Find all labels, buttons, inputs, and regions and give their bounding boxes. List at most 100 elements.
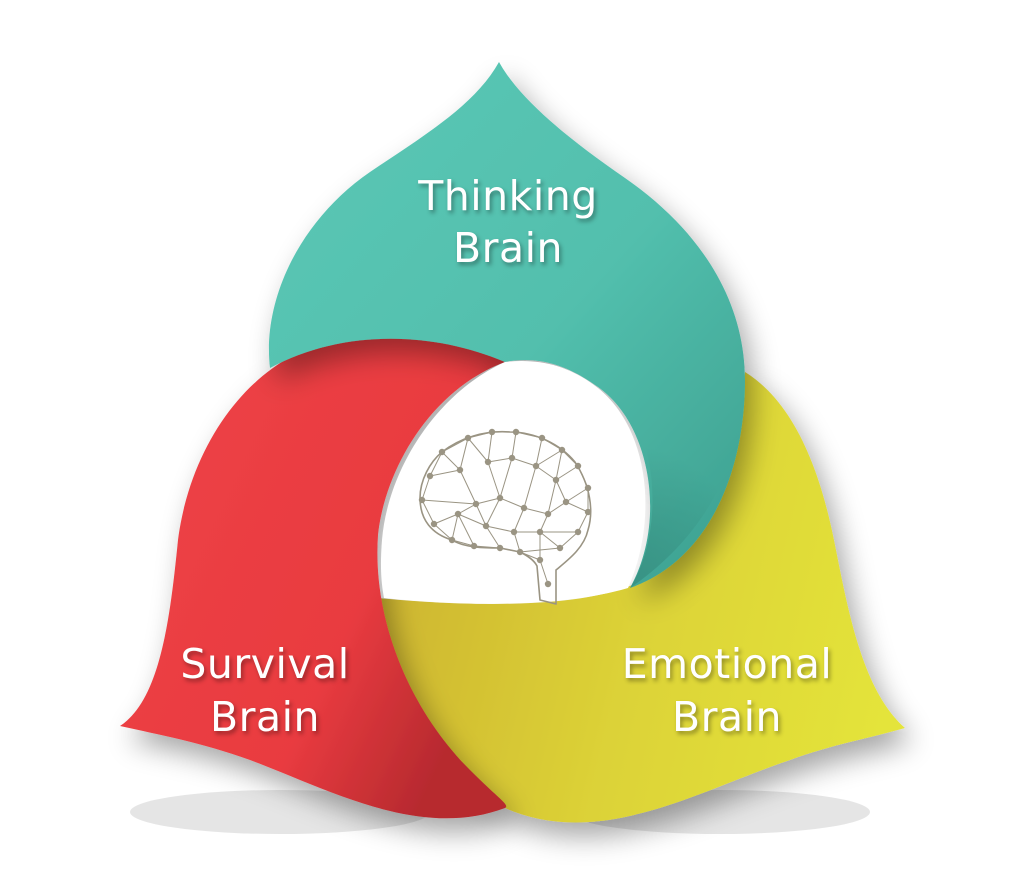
brain-edge — [535, 465, 557, 481]
survival-brain-petal — [120, 332, 507, 819]
brain-node — [496, 494, 504, 502]
brain-node — [508, 454, 516, 462]
brain-node — [464, 434, 472, 442]
center-core — [380, 361, 646, 604]
brain-node — [536, 556, 544, 564]
emotional-brain-label-line2: Brain — [672, 693, 782, 741]
brain-node — [456, 466, 464, 474]
brain-node — [536, 528, 544, 536]
brain-node — [556, 544, 564, 552]
brain-edge — [433, 513, 459, 525]
brain-edge — [459, 437, 469, 471]
brain-edge — [459, 469, 477, 505]
brain-node — [520, 504, 528, 512]
brain-edge — [457, 513, 475, 547]
brain-edge — [421, 475, 431, 501]
brain-edge — [561, 449, 579, 467]
thinking-petal-inner-shade — [505, 348, 740, 588]
brain-edge — [457, 503, 477, 515]
brain-node — [584, 484, 592, 492]
thinking-brain-petal — [268, 62, 745, 588]
brain-node — [488, 428, 496, 436]
brain-edge — [487, 461, 501, 499]
brain-node — [418, 496, 426, 504]
brain-edge — [565, 501, 589, 513]
brain-node — [484, 458, 492, 466]
brain-edge — [487, 457, 513, 463]
brain-edge — [499, 457, 513, 499]
brain-edge — [565, 487, 589, 503]
brain-edge — [555, 449, 563, 481]
brain-edge — [457, 513, 487, 527]
brain-edge — [519, 551, 541, 561]
brain-edge — [523, 465, 537, 509]
brain-edge — [513, 507, 525, 533]
brain-edge — [487, 431, 493, 463]
brain-edge — [559, 531, 579, 549]
brain-node — [512, 428, 520, 436]
brain-edge — [539, 559, 549, 585]
brain-edge — [541, 437, 563, 451]
brain-node — [558, 446, 566, 454]
survival-brain-label-line1: Survival — [180, 640, 349, 688]
brain-edge — [547, 501, 567, 515]
brain-edge — [513, 531, 521, 553]
brain-node — [516, 548, 524, 556]
brain-node — [496, 544, 504, 552]
brain-node — [552, 476, 560, 484]
brain-edge — [555, 465, 579, 481]
brain-edge — [473, 545, 501, 549]
survival-brain-label-line2: Brain — [210, 693, 320, 741]
brain-edge — [429, 469, 461, 477]
brain-node — [510, 528, 518, 536]
brain-node — [574, 528, 582, 536]
brain-edge — [485, 525, 515, 533]
brain-node — [472, 500, 480, 508]
brain-edge — [523, 507, 549, 515]
brain-edge — [515, 431, 543, 439]
brain-node — [454, 510, 462, 518]
brain-node — [562, 498, 570, 506]
brain-edge — [485, 525, 501, 549]
brain-edge — [577, 465, 589, 489]
brain-edge — [451, 539, 475, 547]
brain-node — [544, 510, 552, 518]
brain-edge — [555, 479, 567, 503]
brain-edge — [421, 499, 477, 505]
brain-node — [482, 522, 490, 530]
brain-edge — [467, 431, 493, 439]
emotional-brain-label-line1: Emotional — [622, 640, 832, 688]
brain-node — [574, 462, 582, 470]
brain-node — [470, 542, 478, 550]
floor-shadow-left — [130, 790, 430, 834]
brain-edge — [475, 497, 501, 505]
brain-node — [426, 472, 434, 480]
brain-edge — [451, 513, 459, 541]
brain-node — [538, 434, 546, 442]
brain-edge — [535, 449, 563, 467]
brain-edge — [499, 497, 525, 509]
brain-edge — [485, 497, 501, 527]
brain-node — [448, 536, 456, 544]
brain-outline — [419, 430, 592, 605]
brain-edge — [499, 547, 521, 553]
brain-edge — [577, 511, 589, 533]
brain-edge — [441, 451, 461, 471]
emotional-brain-petal — [377, 372, 905, 823]
brain-edge — [511, 431, 517, 459]
brain-edge — [475, 503, 487, 527]
thinking-brain-label-line1: Thinking — [417, 172, 598, 220]
brain-edge — [535, 437, 543, 467]
brain-node — [544, 580, 552, 588]
brain-edge — [421, 499, 435, 525]
brain-node — [532, 462, 540, 470]
brain-network-icon — [418, 428, 592, 605]
brain-edge — [433, 523, 453, 541]
brain-edge — [429, 451, 443, 477]
brain-edge — [539, 531, 561, 549]
brain-edge — [539, 513, 549, 533]
brain-node — [438, 448, 446, 456]
brain-edge — [547, 479, 557, 515]
brain-node — [430, 520, 438, 528]
